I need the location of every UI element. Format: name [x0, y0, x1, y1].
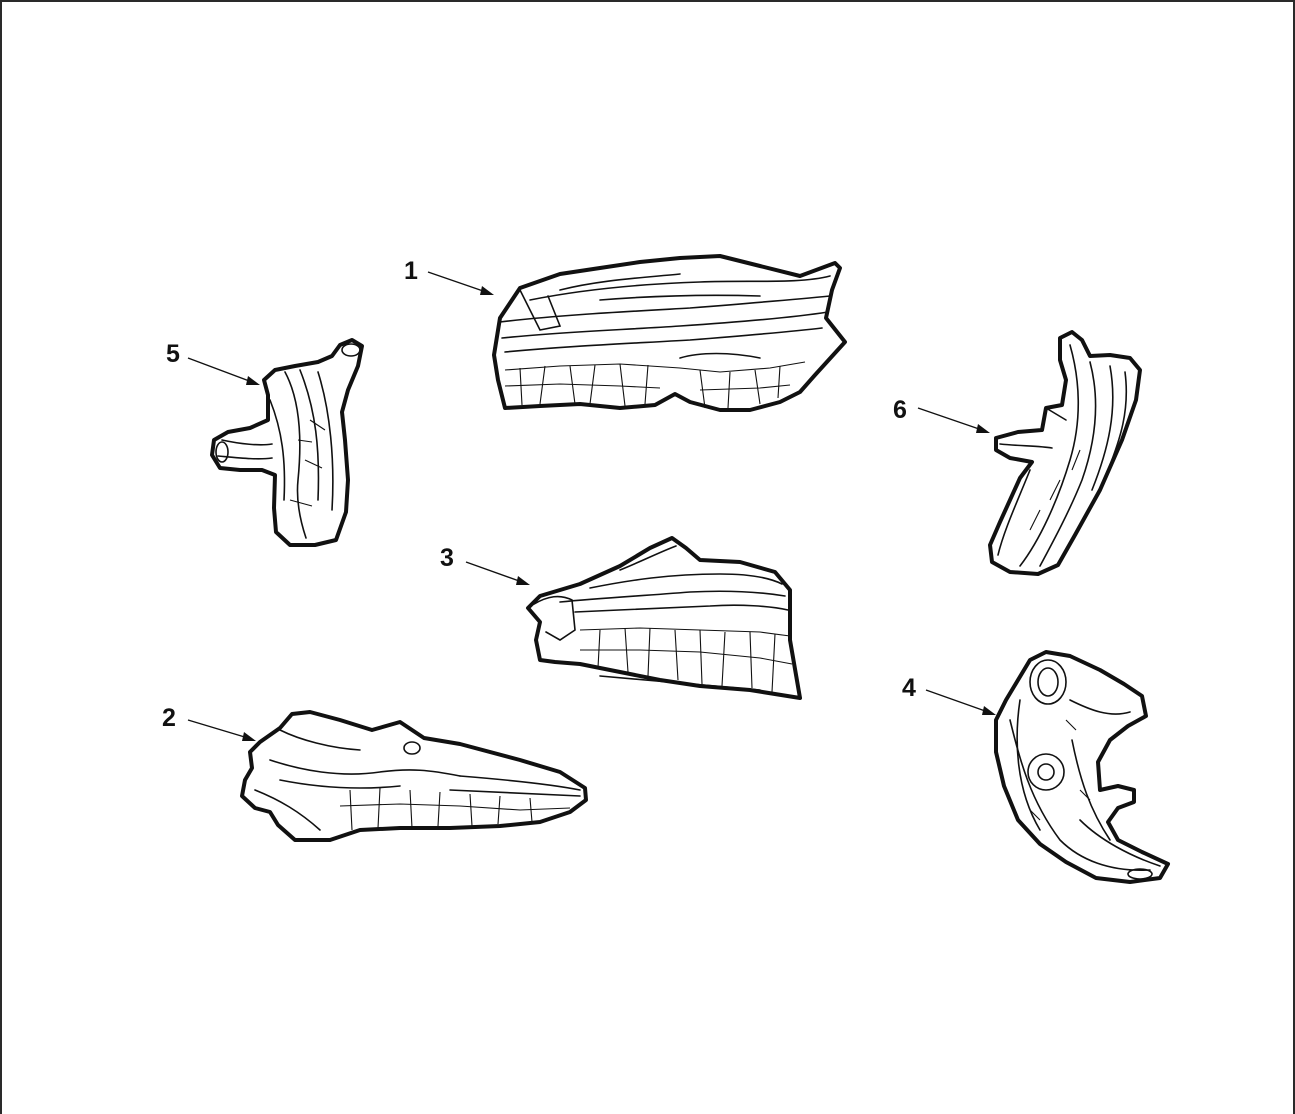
- callout-label-2: 2: [162, 704, 176, 732]
- log-6: [990, 332, 1140, 574]
- log-1: [494, 256, 845, 410]
- callout-label-6: 6: [893, 396, 907, 424]
- callout-label-3: 3: [440, 544, 454, 572]
- log-2: [242, 712, 586, 840]
- callout-2: 2: [162, 704, 256, 741]
- log-4: [996, 652, 1168, 882]
- callout-5: 5: [166, 340, 260, 385]
- callout-3: 3: [440, 544, 530, 585]
- callout-6: 6: [893, 396, 990, 433]
- callout-label-5: 5: [166, 340, 180, 368]
- log-3: [528, 538, 800, 698]
- callout-1: 1: [404, 257, 494, 295]
- log-5: [212, 340, 362, 545]
- callout-label-4: 4: [902, 674, 916, 702]
- callout-4: 4: [902, 674, 996, 715]
- callout-label-1: 1: [404, 257, 418, 285]
